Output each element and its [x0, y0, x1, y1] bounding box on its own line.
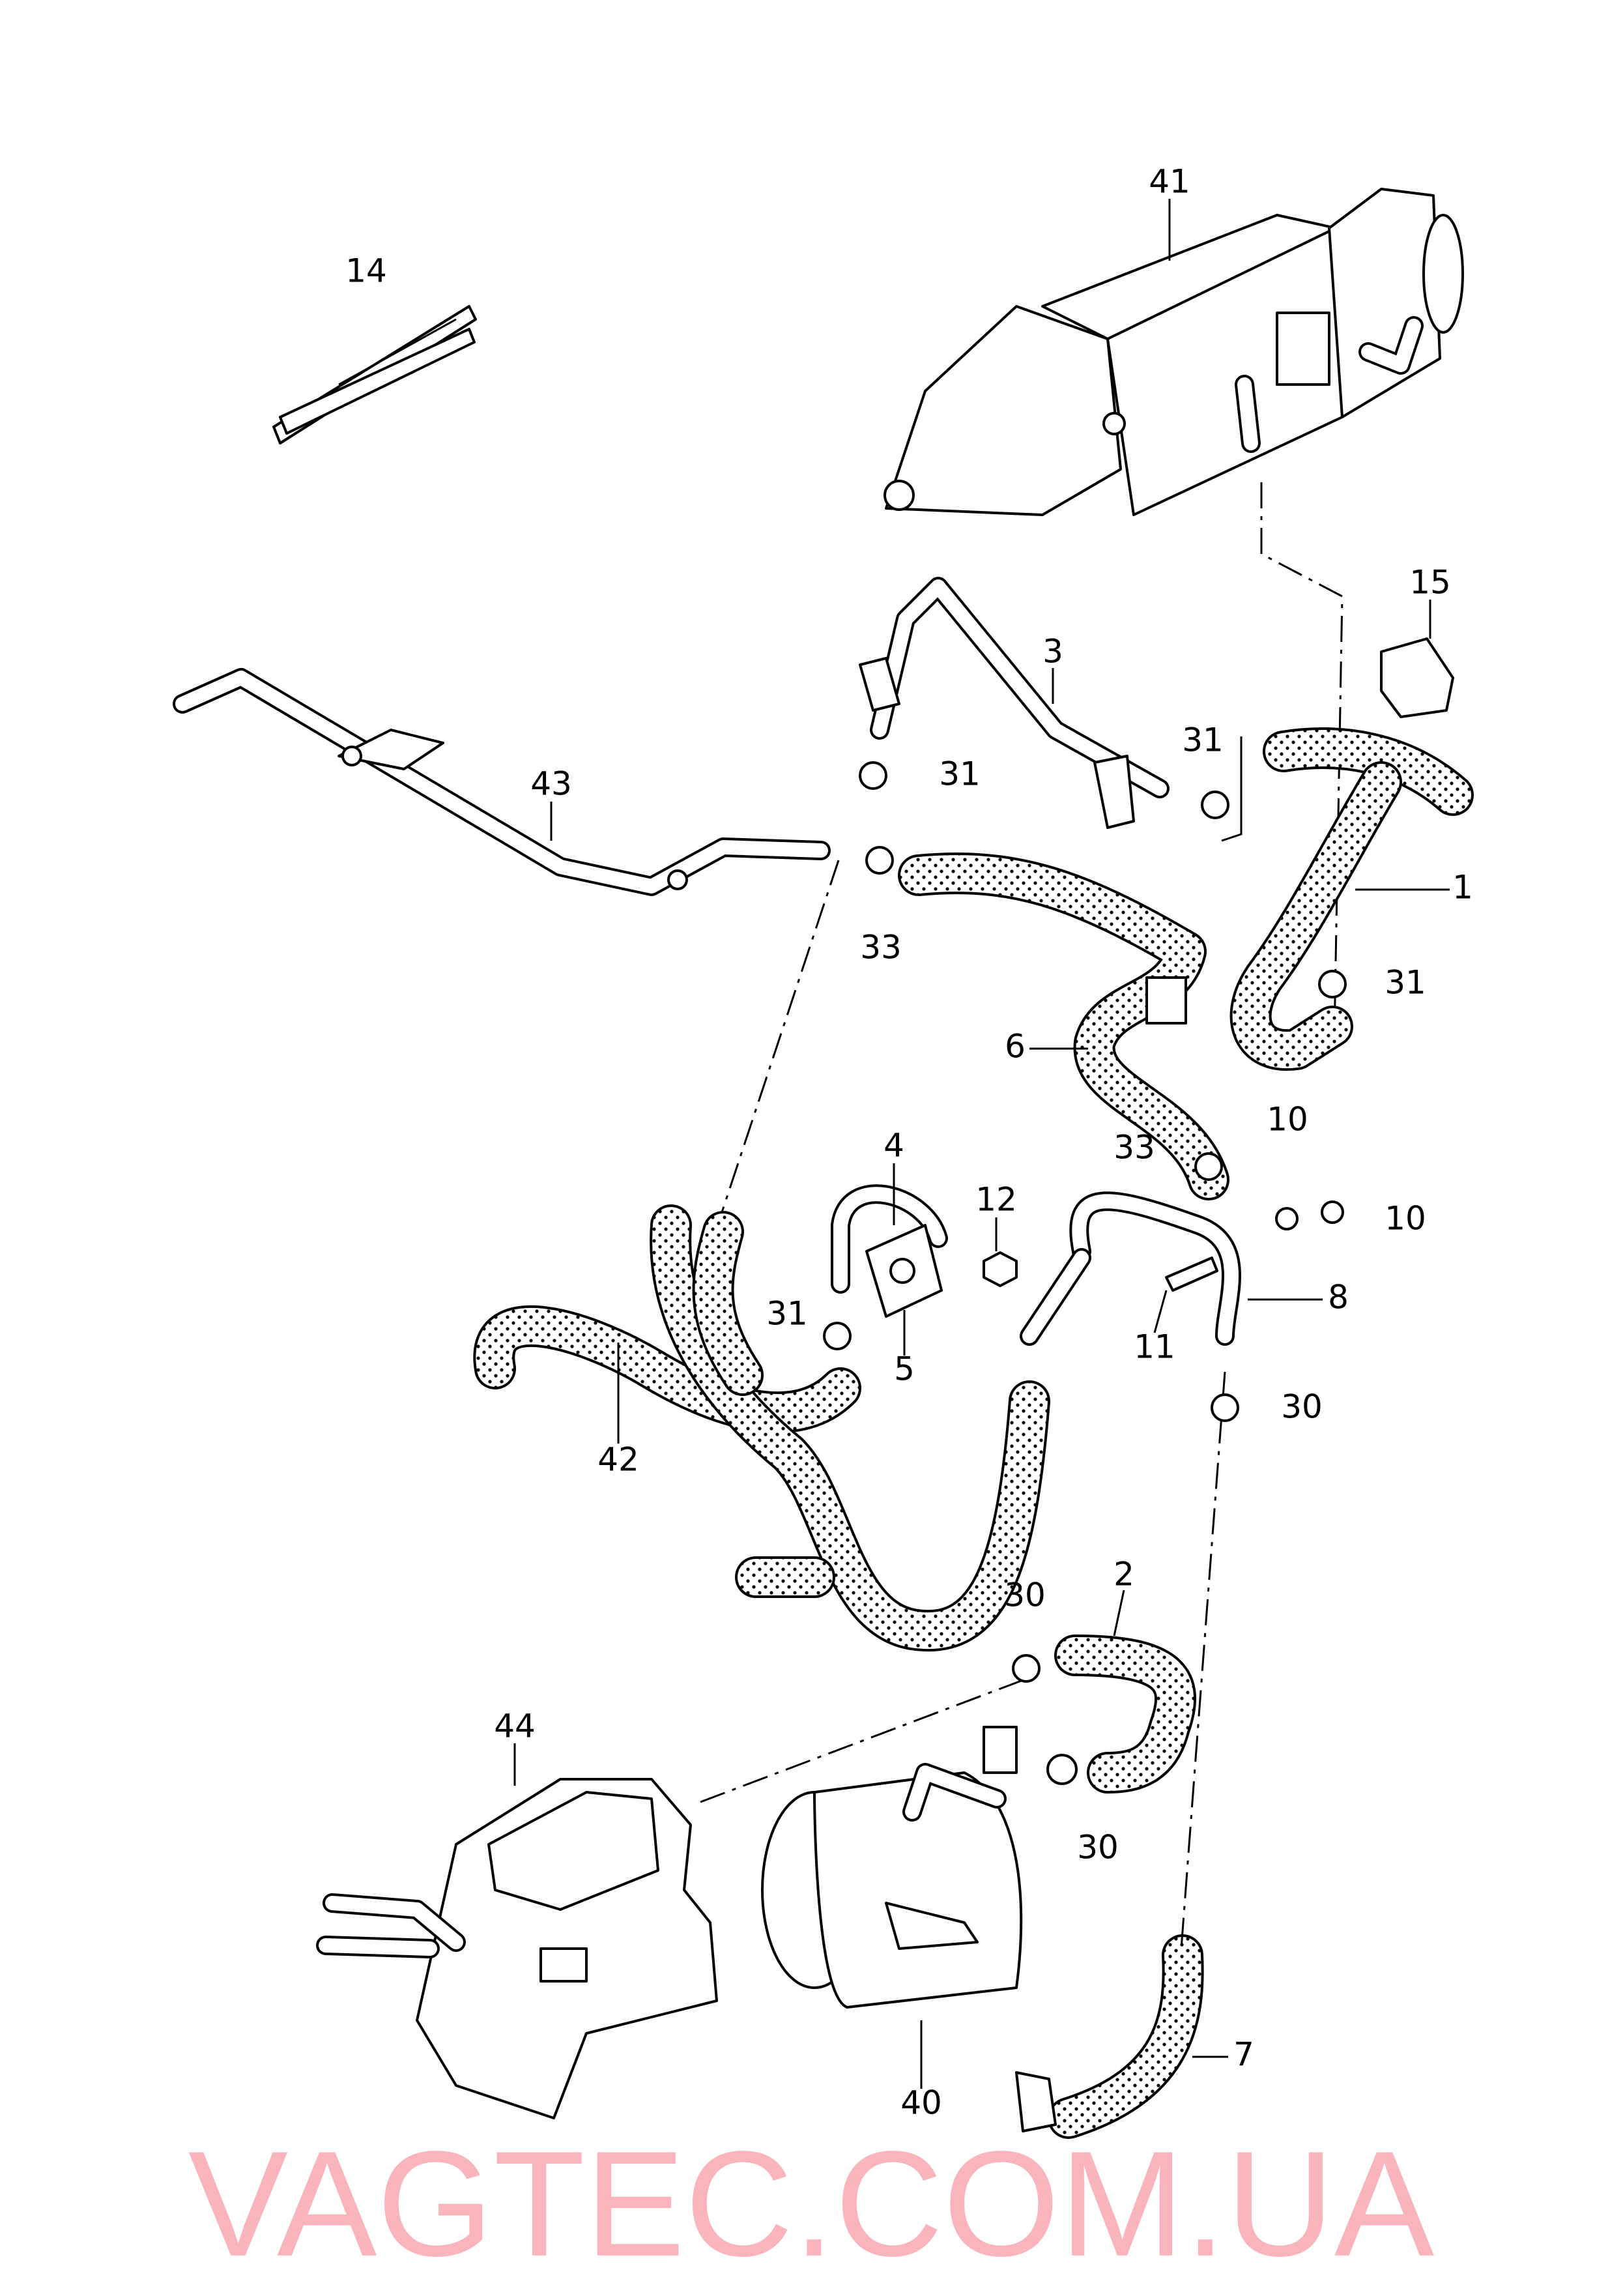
connector: [1380, 600, 1454, 718]
pipe-8: [1020, 1191, 1241, 1346]
callout-15: 15: [1409, 564, 1451, 602]
callout-1: 1: [1452, 869, 1473, 907]
pipe-3: [859, 577, 1170, 829]
callout-7: 7: [1233, 2036, 1254, 2074]
watermark: VAGTEC.COM.UA: [188, 2120, 1435, 2288]
callout-2: 2: [1113, 1556, 1134, 1593]
callout-12: 12: [975, 1181, 1017, 1219]
vacuum-pump: [316, 1778, 718, 2119]
callout-10: 10: [1267, 1101, 1308, 1139]
callout-8: 8: [1328, 1279, 1349, 1316]
callout-31: 31: [1385, 964, 1426, 1002]
hose-clamps: [823, 761, 1347, 1785]
hose-42: [473, 1204, 1050, 1652]
callout-31: 31: [766, 1295, 808, 1333]
callout-10: 10: [1385, 1200, 1426, 1238]
callout-3: 3: [1042, 633, 1063, 671]
callout-42: 42: [597, 1441, 639, 1479]
oil-separator: [761, 1726, 1057, 2132]
callout-44: 44: [494, 1707, 536, 1745]
hose-7: [1048, 1934, 1204, 2139]
dash-line: [700, 1677, 1029, 1803]
bolt-11: [1165, 1257, 1218, 1292]
callout-33: 33: [860, 929, 902, 966]
callout-5: 5: [894, 1350, 915, 1388]
pipe-4-gasket-5: [831, 1184, 948, 1318]
callout-labels: 14 41 15 3 31 31 43 1 33 31 6 10 33 4 12…: [345, 163, 1473, 2122]
callout-41: 41: [1149, 163, 1190, 201]
nut-12: [983, 1251, 1018, 1287]
callout-6: 6: [1005, 1028, 1026, 1066]
callout-4: 4: [883, 1127, 904, 1165]
cable-tie-strip: [272, 305, 477, 444]
hose-1: [1229, 727, 1474, 1071]
dash-line: [1180, 1371, 1226, 1949]
hose-2: [1054, 1635, 1197, 1794]
callout-30: 30: [1281, 1388, 1323, 1426]
intercooler: [883, 188, 1464, 516]
callout-43: 43: [530, 765, 572, 803]
dash-line: [721, 860, 840, 1213]
callout-11: 11: [1134, 1328, 1175, 1366]
pipe-43: [173, 668, 831, 896]
callout-31: 31: [939, 755, 981, 793]
callout-33: 33: [1113, 1129, 1155, 1167]
callout-31: 31: [1182, 721, 1224, 759]
callout-40: 40: [900, 2084, 942, 2122]
callout-30: 30: [1077, 1829, 1119, 1867]
callout-14: 14: [345, 252, 387, 290]
callout-30: 30: [1004, 1577, 1046, 1614]
hose-6: [898, 852, 1229, 1200]
